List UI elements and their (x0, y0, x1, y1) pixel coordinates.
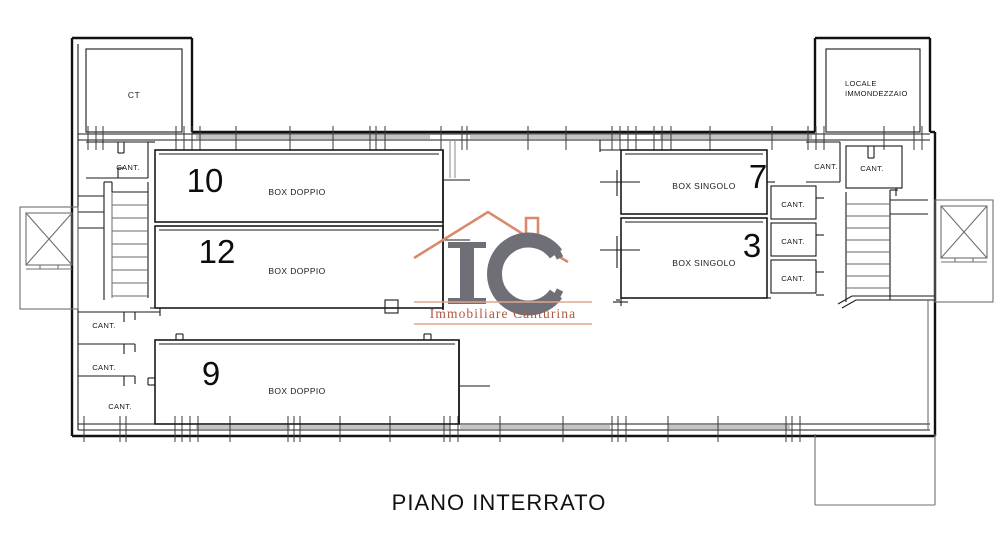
cellar-label-right-a-1: CANT. (781, 200, 804, 209)
cellar-right-top (806, 141, 903, 196)
staircase-left (78, 181, 149, 300)
room-immondezzaio-label-line1: LOCALE (845, 79, 877, 88)
garage-type-9: BOX DOPPIO (268, 386, 325, 396)
garage-number-3: 3 (743, 227, 761, 264)
cellar-label-right-top-2: CANT. (860, 164, 883, 173)
room-ct (85, 48, 183, 133)
cellar-left-lower-group (78, 311, 136, 386)
corridor-wall-lower (78, 416, 930, 442)
garage-type-3: BOX SINGOLO (672, 258, 735, 268)
garage-box-9 (147, 333, 490, 425)
cellar-label-left-lower-2: CANT. (92, 363, 115, 372)
garage-type-12: BOX DOPPIO (268, 266, 325, 276)
wall-stubs-center (120, 150, 470, 316)
cellar-label-right-top-1: CANT. (814, 162, 837, 171)
corridor-wall-upper (78, 126, 930, 178)
garage-number-12: 12 (199, 233, 236, 270)
room-ct-label: CT (128, 90, 140, 100)
staircase-right (837, 189, 935, 309)
cellar-label-right-a-3: CANT. (781, 274, 804, 283)
shaft-right (934, 199, 994, 303)
room-immondezzaio (825, 48, 921, 133)
cellar-label-left-lower-1: CANT. (92, 321, 115, 330)
garage-box-3 (600, 217, 768, 306)
interior-wall-stubs (148, 140, 771, 301)
exterior-ramp-area (814, 300, 936, 506)
cellar-top-left (86, 141, 149, 179)
cellar-label-right-a-2: CANT. (781, 237, 804, 246)
cellar-label-top-left: CANT. (116, 163, 139, 172)
garage-type-7: BOX SINGOLO (672, 181, 735, 191)
garage-number-9: 9 (202, 355, 220, 392)
plan-title: PIANO INTERRATO (392, 490, 607, 515)
garage-number-7: 7 (749, 158, 767, 195)
room-immondezzaio-label-line2: IMMONDEZZAIO (845, 89, 908, 98)
garage-number-10: 10 (187, 162, 224, 199)
cellar-label-left-lower-3: CANT. (108, 402, 131, 411)
shaft-left (19, 206, 79, 310)
cellar-right-col-a (767, 181, 824, 296)
garage-type-10: BOX DOPPIO (268, 187, 325, 197)
